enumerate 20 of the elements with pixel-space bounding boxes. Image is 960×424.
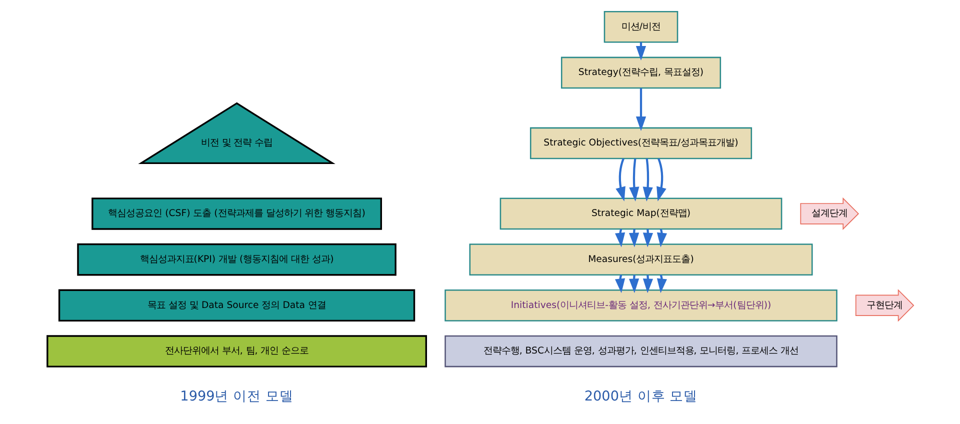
label: 2000년 이후 모델: [584, 388, 698, 404]
arrow: [615, 158, 625, 202]
node-box: Strategic Map(전략맵): [499, 198, 782, 230]
node-box: 미션/비전: [603, 10, 678, 43]
node-box: Strategy(전략수립, 목표설정): [560, 56, 721, 89]
node-box: 핵심성과지표(KPI) 개발 (행동지침에 대한 성과): [76, 243, 396, 276]
node-box: 전략수행, BSC시스템 운영, 성과평가, 인센티브적용, 모니터링, 프로세스 개선: [444, 335, 837, 368]
arrow: [628, 158, 639, 202]
arrow: [642, 158, 652, 202]
label: 설계단계: [811, 208, 848, 220]
node-box: Initiatives(이니셔티브-활동 설정, 전사기관단위→부서(팀단위)): [444, 290, 837, 322]
node-box: 목표 설정 및 Data Source 정의 Data 연결: [58, 289, 415, 322]
node-box: 전사단위에서 부서, 팀, 개인 순으로: [46, 335, 426, 368]
arrow: [656, 158, 666, 202]
arrow: [635, 88, 646, 132]
node-box: Measures(성과지표도출): [468, 244, 812, 276]
label: 1999년 이전 모델: [180, 388, 293, 404]
label: 구현단계: [866, 300, 902, 311]
node-box: Strategic Objectives(전략목표/성과목표개발): [529, 127, 752, 160]
node-box: 핵심성공요인 (CSF) 도출 (전략과제를 달성하기 위한 행동지침): [91, 198, 382, 230]
